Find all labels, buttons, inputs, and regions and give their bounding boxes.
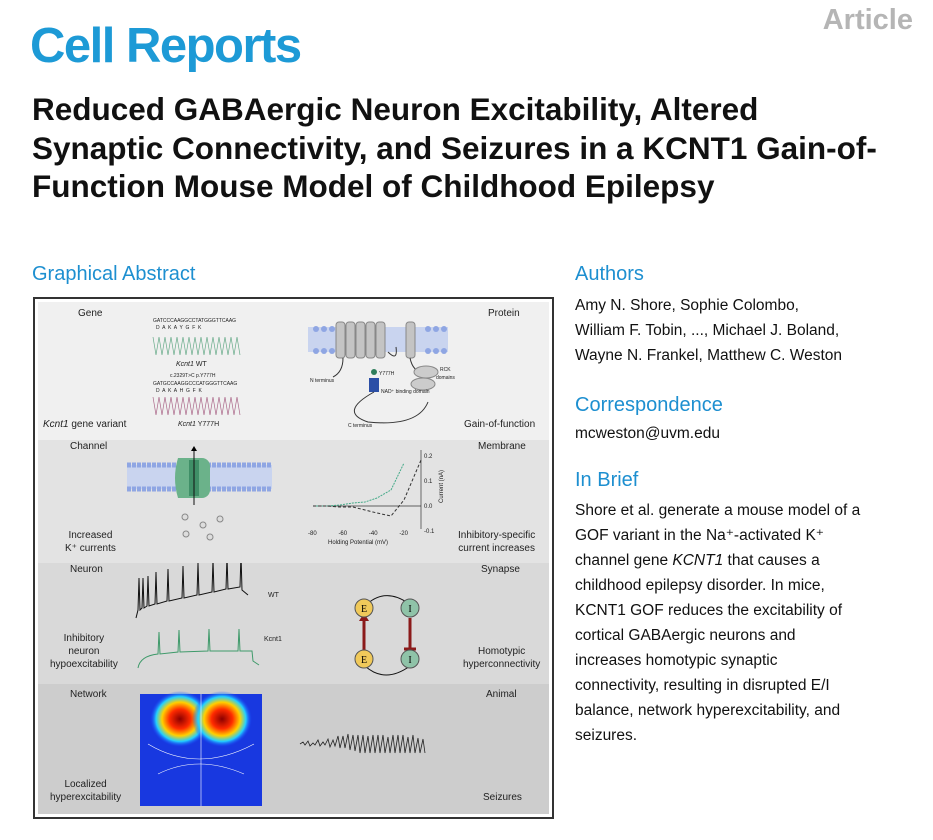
in-brief-heading: In Brief [575, 469, 639, 491]
neuron-synapse-figure: E E I I [135, 563, 420, 676]
sequence-mutant: GATGCCAAGGCCCATGGGTTCAAG [153, 381, 238, 387]
authors-line: William F. Tobin, ..., Michael J. Boland… [575, 322, 840, 339]
amino-acids-mutant: D A K A H G F K [156, 388, 202, 394]
label-synapse: Synapse [481, 564, 520, 575]
svg-text:E: E [361, 655, 367, 666]
mutation-label: c.2329T>C p.Y777H [170, 373, 216, 379]
article-label: Article [822, 4, 913, 36]
label-protein: Protein [488, 308, 520, 319]
panel-gene-protein: Gene Kcnt1 gene variant Protein Gain-of-… [38, 302, 549, 440]
label-seizures: Seizures [483, 792, 522, 803]
gene-protein-figure [152, 321, 448, 424]
label-kcnt1-y777h: Kcnt1 Y777H [178, 421, 220, 428]
amino-acids-wt: D A K A Y G F K [156, 325, 202, 331]
network-animal-figure [140, 691, 426, 806]
svg-text:I: I [408, 655, 411, 666]
label-animal: Animal [486, 689, 517, 700]
graphical-abstract: Gene Kcnt1 gene variant Protein Gain-of-… [33, 297, 554, 819]
correspondence-heading: Correspondence [575, 394, 723, 416]
correspondence-email[interactable]: mcweston@uvm.edu [575, 425, 720, 442]
channel-membrane-figure [127, 446, 422, 541]
label-gene-variant: Kcnt1 gene variant [43, 419, 127, 430]
label-gain-of-function: Gain-of-function [464, 419, 536, 430]
trace-label-wt: WT [268, 592, 279, 599]
label-gene: Gene [78, 308, 103, 319]
label-kcnt1-wt: Kcnt1 WT [176, 361, 207, 368]
authors-line: Wayne N. Frankel, Matthew C. Weston [575, 347, 843, 364]
label-neuron: Neuron [70, 564, 103, 575]
authors-line: Amy N. Shore, Sophie Colombo, [575, 297, 799, 314]
svg-text:E: E [361, 604, 367, 615]
in-brief-text: Shore et al. generate a mouse model of a… [575, 502, 861, 744]
y-axis-label: Current (nA) [439, 469, 446, 504]
label-n-terminus: N terminus [310, 378, 335, 384]
journal-logo[interactable]: Cell Reports [30, 19, 302, 73]
svg-text:I: I [408, 604, 411, 615]
authors-heading: Authors [575, 263, 644, 285]
sequence-wt: GATCCCAAGGCCTATGGGTTCAAG [153, 318, 237, 324]
label-rck: RCK [440, 367, 451, 373]
page-title: Reduced GABAergic Neuron Excitability, A… [32, 91, 877, 204]
authors-list: Amy N. Shore, Sophie Colombo, William F.… [575, 293, 920, 368]
label-network: Network [70, 689, 107, 700]
x-ticks: -80-60-40-20 [308, 531, 408, 537]
label-membrane: Membrane [478, 441, 526, 452]
graphical-abstract-heading: Graphical Abstract [32, 263, 196, 285]
label-nad-domain: NAD⁺ binding domain [381, 389, 430, 395]
label-channel: Channel [70, 441, 108, 452]
trace-label-kcnt1: Kcnt1 [264, 636, 282, 643]
label-c-terminus: C terminus [348, 423, 373, 429]
x-axis-label: Holding Potential (mV) [328, 540, 389, 546]
label-y777h: Y777H [379, 371, 395, 377]
label-rck-domains: domains [436, 375, 455, 381]
